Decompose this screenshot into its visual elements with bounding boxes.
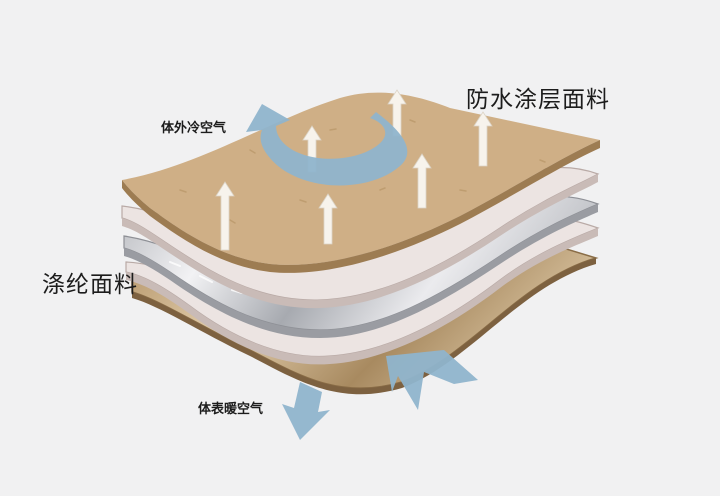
up-arrow-icon — [387, 89, 407, 137]
arrow-icon — [282, 382, 330, 440]
body-warm-air-label: 体表暖空气 — [198, 402, 264, 417]
outside-cold-air-label: 体外冷空气 — [161, 121, 227, 136]
up-arrow-icon — [215, 181, 235, 251]
curved-arrow-icon — [246, 104, 408, 186]
up-arrow-icon — [318, 193, 338, 245]
up-arrow-icon — [412, 153, 432, 209]
up-arrow-icon — [473, 111, 493, 167]
vapor-arrows — [215, 89, 493, 251]
polyester-fabric-label: 涤纶面料 — [42, 272, 138, 298]
waterproof-coating-fabric-label: 防水涂层面料 — [466, 87, 610, 113]
arrow-icon — [386, 350, 478, 410]
